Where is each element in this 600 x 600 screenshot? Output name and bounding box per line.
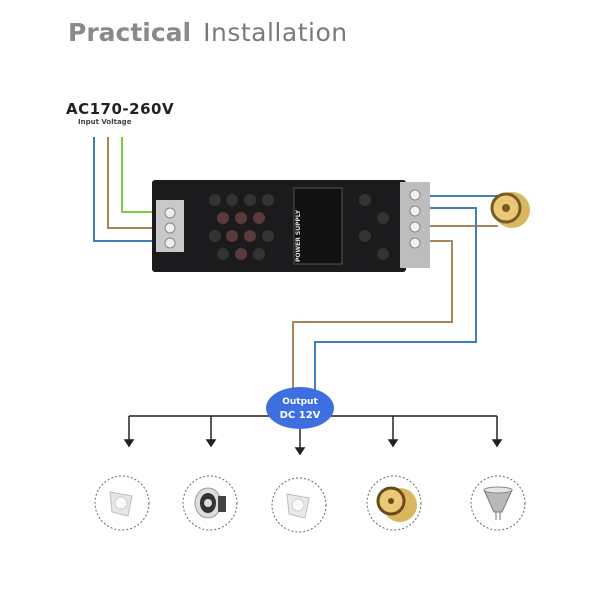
output-badge: Output DC 12V — [266, 387, 334, 429]
arrow-down-icon — [123, 416, 135, 448]
led-strip-reel-icon — [490, 192, 530, 228]
input-wire-green — [121, 137, 162, 213]
output-voltage: DC 12V — [280, 410, 321, 421]
arrow-down-icon — [294, 429, 306, 456]
arrow-down-icon — [491, 416, 503, 448]
arrow-down-icon — [205, 416, 217, 448]
input-wire-brown — [107, 137, 162, 229]
output-label: Output — [282, 397, 318, 407]
power-supply: POWER SUPPLY — [152, 180, 430, 272]
title-bold: Practical — [68, 18, 192, 47]
load-mr16-bulb — [470, 475, 526, 531]
title-light: Installation — [203, 18, 348, 47]
input-voltage-value: AC170-260V — [66, 100, 175, 118]
output-wire-brown-2 — [292, 240, 453, 392]
load-mr16-spotlight — [94, 475, 150, 531]
load-downlight — [182, 475, 238, 531]
input-wire-blue — [93, 137, 162, 242]
load-gu10-spotlight — [271, 477, 327, 533]
page-title: Practical Installation — [68, 18, 348, 47]
arrow-down-icon — [387, 416, 399, 448]
load-led-strip — [366, 475, 422, 531]
output-wire-blue-2 — [314, 207, 477, 392]
device-label: POWER SUPPLY — [295, 209, 302, 262]
input-voltage-label: Input Voltage — [78, 118, 132, 126]
